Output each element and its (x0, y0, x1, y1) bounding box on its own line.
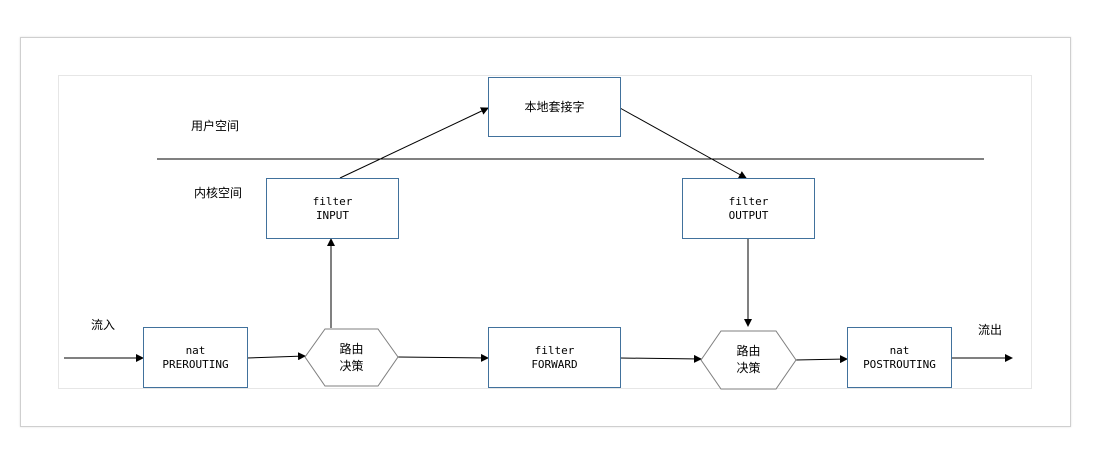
routing-decision-1-line2: 决策 (339, 358, 364, 373)
nat-prerouting-node: nat PREROUTING (143, 327, 248, 388)
filter-forward-table: filter (534, 343, 575, 357)
edge-prerouting-to-route1 (246, 352, 306, 361)
routing-decision-1-line1: 路由 (339, 341, 364, 356)
local-socket-label: 本地套接字 (524, 100, 585, 114)
local-socket-node: 本地套接字 (488, 77, 621, 137)
filter-output-table: filter (728, 194, 769, 208)
edge-input-to-socket (339, 107, 489, 179)
nat-prerouting-chain: PREROUTING (162, 357, 229, 371)
nat-postrouting-chain: POSTROUTING (863, 357, 936, 371)
filter-input-chain: INPUT (315, 208, 350, 222)
edge-route1-to-forward (397, 353, 489, 362)
routing-decision-2-line2: 决策 (736, 361, 761, 375)
flow-in-label: 流入 (91, 318, 116, 332)
routing-decision-2-node: 路由 决策 (701, 331, 796, 389)
user-space-label: 用户空间 (191, 119, 240, 133)
edge-socket-to-output (619, 107, 747, 179)
filter-forward-chain: FORWARD (531, 357, 578, 371)
nat-prerouting-table: nat (185, 343, 206, 357)
nat-postrouting-node: nat POSTROUTING (847, 327, 952, 388)
nat-postrouting-table: nat (889, 343, 910, 357)
filter-input-node: filter INPUT (266, 178, 399, 239)
filter-forward-node: filter FORWARD (488, 327, 621, 388)
edge-route2-to-postrouting (794, 355, 848, 364)
routing-decision-2-shape (700, 330, 797, 390)
routing-decision-1-node: 路由 决策 (305, 329, 398, 386)
edge-forward-to-route2 (619, 354, 702, 363)
routing-decision-2-line1: 路由 (736, 344, 761, 358)
filter-output-node: filter OUTPUT (682, 178, 815, 239)
flow-out-label: 流出 (978, 323, 1003, 337)
diagram-canvas (58, 75, 1032, 389)
routing-decision-1-shape (304, 328, 399, 387)
kernel-space-label: 内核空间 (194, 186, 243, 200)
filter-input-table: filter (312, 194, 353, 208)
filter-output-chain: OUTPUT (728, 208, 769, 222)
